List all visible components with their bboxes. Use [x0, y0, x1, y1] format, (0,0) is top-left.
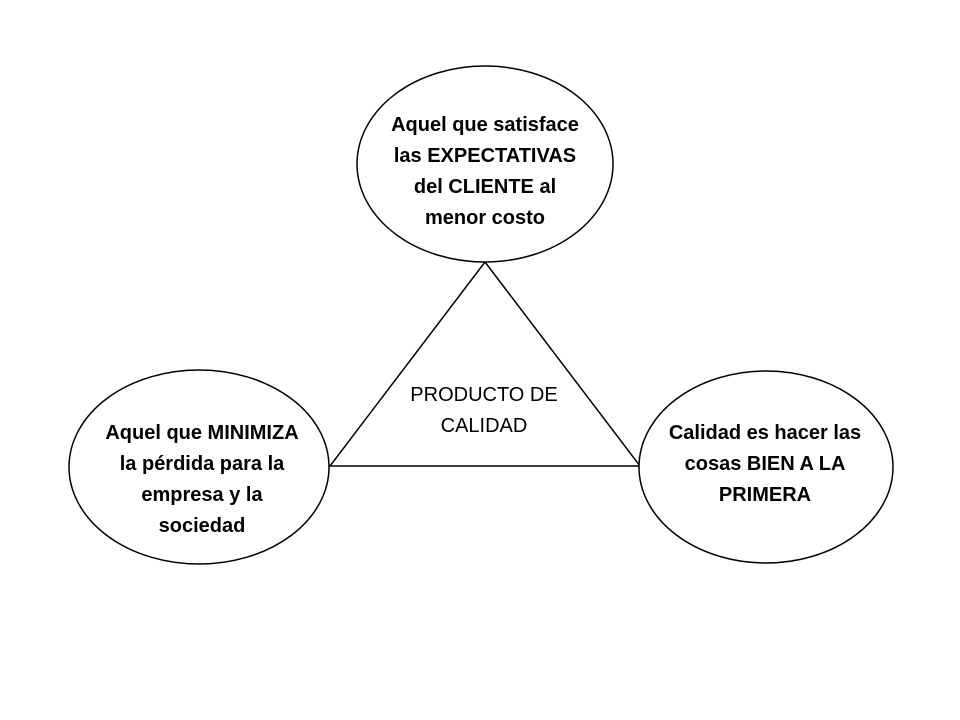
- node-top-line-4: menor costo: [424, 207, 546, 229]
- node-right-line-3: PRIMERA: [718, 484, 812, 506]
- center-line-1: PRODUCTO DE: [410, 384, 558, 406]
- center-line-2: CALIDAD: [440, 415, 528, 437]
- center-label: PRODUCTO DE CALIDAD: [370, 380, 598, 442]
- node-left-line-3: empresa y la: [141, 484, 263, 506]
- node-right-line-2: cosas BIEN A LA: [684, 453, 846, 475]
- node-top-line-2: las EXPECTATIVAS: [393, 145, 577, 167]
- triangle-edges: [328, 260, 642, 467]
- node-left-label: Aquel que MINIMIZA la pérdida para la em…: [52, 418, 352, 542]
- ellipse-left: [68, 369, 330, 565]
- ellipse-top: [356, 65, 614, 263]
- node-top-line-3: del CLIENTE al: [413, 176, 557, 198]
- node-left-line-2: la pérdida para la: [119, 453, 285, 475]
- node-right-line-1: Calidad es hacer las: [668, 422, 862, 444]
- node-left-line-1: Aquel que MINIMIZA: [105, 422, 299, 444]
- node-right-label: Calidad es hacer las cosas BIEN A LA PRI…: [610, 418, 920, 511]
- ellipse-right: [638, 370, 894, 564]
- node-top-label: Aquel que satisface las EXPECTATIVAS del…: [340, 110, 630, 234]
- node-left-line-4: sociedad: [158, 515, 246, 537]
- node-top-line-1: Aquel que satisface: [391, 114, 579, 136]
